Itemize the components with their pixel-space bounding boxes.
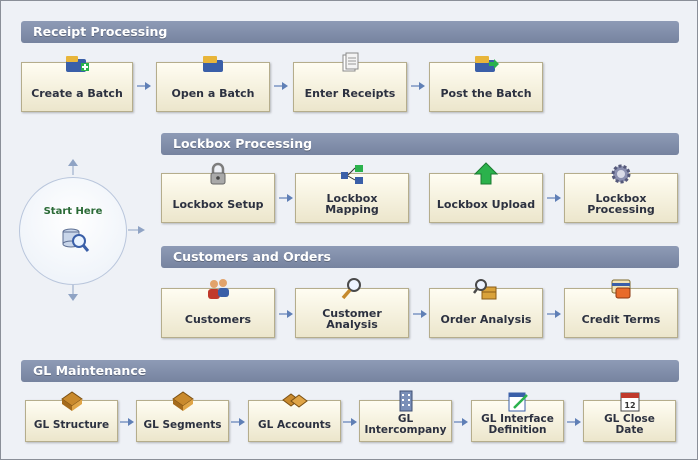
arrow-up-icon xyxy=(68,159,78,175)
flow-arrow xyxy=(567,418,581,426)
node-label: GL Segments xyxy=(143,418,222,431)
section-header-customers-orders: Customers and Orders xyxy=(161,246,679,268)
flow-arrow xyxy=(274,82,288,90)
node-label: Post the Batch xyxy=(440,86,532,100)
ledger-icon xyxy=(171,391,194,411)
node-label: Create a Batch xyxy=(31,86,123,100)
section-header-receipt-processing: Receipt Processing xyxy=(21,21,679,43)
people-icon xyxy=(208,279,229,299)
flow-arrow xyxy=(411,82,425,90)
node-label: Credit Terms xyxy=(581,312,661,326)
lockbox-setup-button[interactable]: Lockbox Setup xyxy=(161,162,275,223)
padlock-icon xyxy=(210,162,226,185)
node-label: Customer Analysis xyxy=(322,307,382,331)
gear-icon xyxy=(611,164,631,184)
ledger-icon xyxy=(60,391,83,411)
start-here-label: Start Here xyxy=(43,206,103,217)
flow-arrow xyxy=(547,310,561,318)
node-label: Lockbox Processing xyxy=(587,192,655,216)
enter-receipts-button[interactable]: Enter Receipts xyxy=(293,52,407,112)
folder-icon xyxy=(203,56,223,72)
arrow-down-icon xyxy=(68,285,78,301)
svg-text:12: 12 xyxy=(624,401,635,410)
arrow-right-icon xyxy=(128,226,145,234)
receipts-icon xyxy=(342,52,359,72)
section-header-gl-maintenance: GL Maintenance xyxy=(21,360,679,382)
node-label: Lockbox Setup xyxy=(172,197,264,211)
flow-arrow xyxy=(231,418,245,426)
node-label: Lockbox Mapping xyxy=(325,192,379,216)
magnifier-icon xyxy=(341,278,361,300)
gl-interface-definition-button[interactable]: GL Interface Definition xyxy=(471,392,564,442)
flow-arrow xyxy=(413,310,427,318)
start-here-button[interactable]: Start Here xyxy=(19,177,127,285)
node-label: GL Structure xyxy=(33,418,110,431)
search-database-icon xyxy=(62,228,90,252)
flow-arrow xyxy=(279,310,293,318)
flow-arrow xyxy=(454,418,468,426)
ledgers-icon xyxy=(281,393,308,408)
building-icon xyxy=(399,390,412,412)
node-label: Customers xyxy=(184,312,252,326)
create-batch-button[interactable]: Create a Batch xyxy=(21,56,133,112)
node-label: GL Accounts xyxy=(258,418,331,431)
gl-accounts-button[interactable]: GL Accounts xyxy=(248,393,341,442)
customers-button[interactable]: Customers xyxy=(161,279,275,338)
node-label: Enter Receipts xyxy=(304,86,396,100)
flow-arrow xyxy=(120,418,134,426)
lockbox-processing-button[interactable]: Lockbox Processing xyxy=(564,164,678,223)
customer-analysis-button[interactable]: Customer Analysis xyxy=(295,278,409,338)
upload-arrow-icon xyxy=(473,162,499,185)
gl-segments-button[interactable]: GL Segments xyxy=(136,391,229,442)
edit-document-icon xyxy=(508,392,528,412)
flow-arrow xyxy=(279,194,293,202)
calendar-icon: 12 xyxy=(620,392,639,412)
node-label: Order Analysis xyxy=(440,312,532,326)
gl-structure-button[interactable]: GL Structure xyxy=(25,391,118,442)
gl-intercompany-button[interactable]: GL Intercompany xyxy=(359,390,452,442)
lockbox-upload-button[interactable]: Lockbox Upload xyxy=(429,162,543,223)
flow-arrow xyxy=(547,194,561,202)
order-analysis-button[interactable]: Order Analysis xyxy=(429,279,543,338)
node-label: Open a Batch xyxy=(171,86,255,100)
folder-add-icon xyxy=(66,56,89,72)
post-batch-button[interactable]: Post the Batch xyxy=(429,56,543,112)
gl-close-date-button[interactable]: 12 GL Close Date xyxy=(583,392,676,442)
node-label: Lockbox Upload xyxy=(436,197,536,211)
node-label: GL Close Date xyxy=(604,413,655,436)
mapping-icon xyxy=(341,165,363,184)
analysis-boxes-icon xyxy=(473,279,497,300)
lockbox-mapping-button[interactable]: Lockbox Mapping xyxy=(295,165,409,223)
node-label: GL Intercompany xyxy=(364,413,447,436)
node-label: GL Interface Definition xyxy=(481,413,554,436)
credit-card-icon xyxy=(611,279,631,299)
flow-arrow xyxy=(137,82,151,90)
open-batch-button[interactable]: Open a Batch xyxy=(156,56,270,112)
credit-terms-button[interactable]: Credit Terms xyxy=(564,279,678,338)
folder-post-icon xyxy=(475,56,499,72)
section-header-lockbox-processing: Lockbox Processing xyxy=(161,133,679,155)
flow-arrow xyxy=(343,418,357,426)
